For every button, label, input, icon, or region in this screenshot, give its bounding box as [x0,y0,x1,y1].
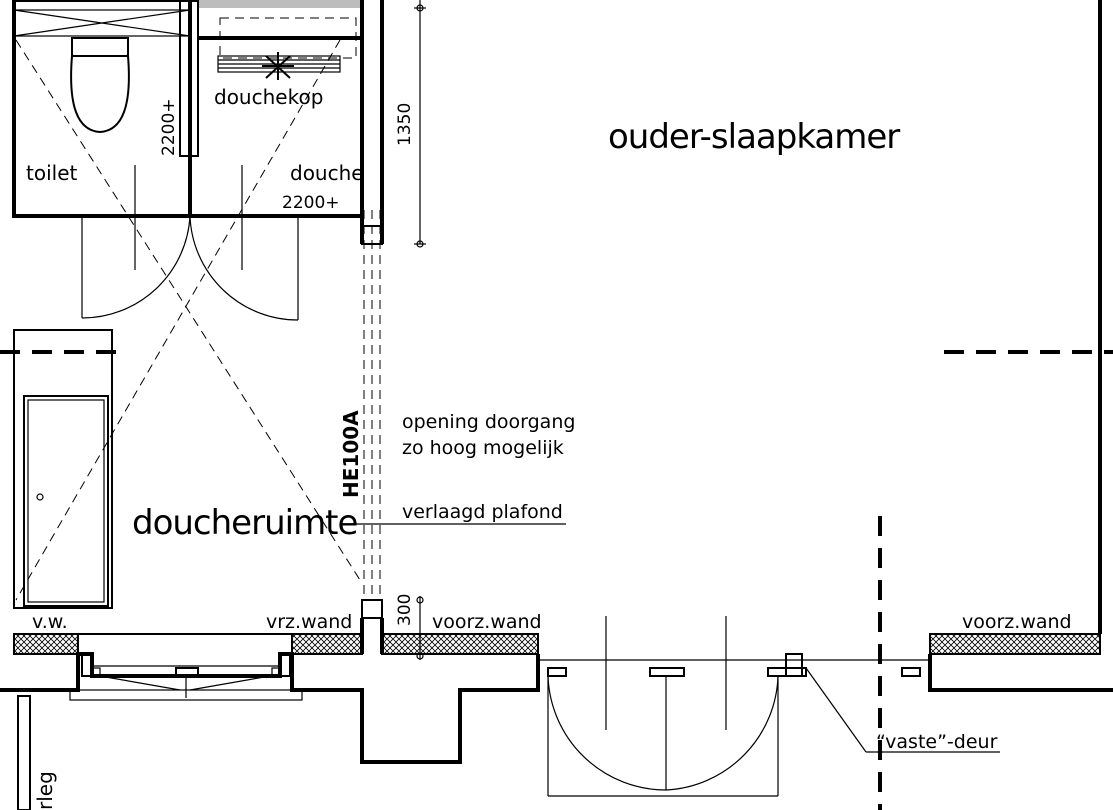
label-shower-height: 2200+ [282,193,340,213]
bottom-left-fragment [17,695,31,810]
bedroom-walls [381,0,1113,797]
bathtub [13,329,113,609]
label-wall-voorz-1: voorz.wand [432,611,542,633]
central-partition [360,0,384,654]
leader-lines [340,523,1000,753]
label-opening-line1: opening doorgang [402,411,575,433]
label-opening-line2: zo hoog mogelijk [402,437,564,459]
label-dimension-300: 300 [395,594,415,626]
section-lines [0,350,1113,810]
label-shower-head: douchekop [214,85,323,109]
bottom-wall-left [0,633,540,764]
label-wall-voorz-2: voorz.wand [962,611,1072,633]
label-master-bedroom: ouder-slaapkamer [608,117,900,157]
label-lowered-ceiling: verlaagd plafond [402,501,563,523]
dimension-1350 [414,0,426,248]
label-toilet: toilet [26,161,77,185]
label-fixed-door: “vaste”-deur [876,731,998,753]
label-wall-vw: v.w. [32,611,68,633]
label-beam: HE100A [339,410,363,498]
shower-room-diagonals [15,39,361,601]
label-shower-room: doucheruimte [132,503,358,543]
shower-head-icon [217,17,357,80]
label-bottom-left-fragment: rleg [33,771,57,810]
wet-cell-doors [81,165,299,321]
label-dimension-1350: 1350 [395,103,415,146]
label-shower: douche [290,161,364,185]
label-wall-vrz: vrz.wand [266,611,352,633]
label-toilet-height: 2200+ [159,98,179,156]
toilet-bowl-icon [70,37,130,134]
